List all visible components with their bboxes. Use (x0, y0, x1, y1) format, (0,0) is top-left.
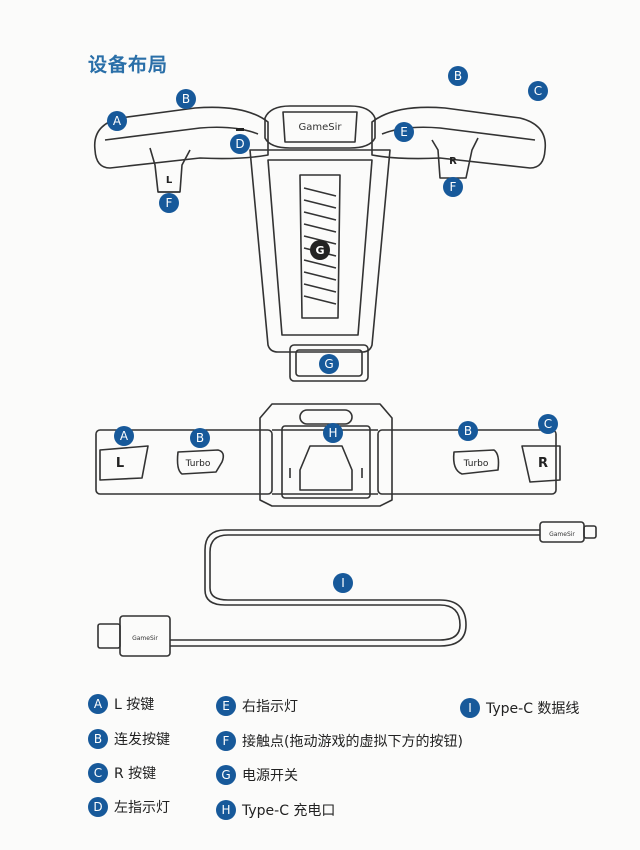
legend-item-i: I Type-C 数据线 (460, 698, 579, 718)
power-switch (289, 344, 369, 382)
badge-a-top: A (107, 111, 127, 131)
svg-text:B: B (454, 69, 462, 83)
legend-label: 右指示灯 (242, 699, 298, 715)
legend-badge: E (216, 696, 236, 716)
legend-item-a: A L 按键 (88, 694, 154, 714)
front-view (95, 403, 561, 507)
svg-text:B: B (464, 424, 472, 438)
legend-badge: B (88, 729, 108, 749)
front-right-turbo-label: Turbo (463, 459, 489, 469)
legend-label: L 按键 (114, 697, 155, 713)
right-arm (371, 106, 547, 179)
svg-text:C: C (534, 84, 542, 98)
legend-label: R 按键 (114, 766, 157, 782)
legend-label: 接触点(拖动游戏的虚拟下方的按钮) (242, 734, 463, 750)
badge-e: E (394, 122, 414, 142)
svg-text:G: G (315, 244, 324, 257)
legend-item-f: F 接触点(拖动游戏的虚拟下方的按钮) (216, 731, 463, 751)
legend-item-h: H Type-C 充电口 (216, 800, 335, 820)
badge-g: G (319, 354, 339, 374)
legend-badge: A (88, 694, 108, 714)
badge-d: D (230, 134, 250, 154)
legend-label: 左指示灯 (114, 800, 170, 816)
front-r-button-label: R (538, 456, 548, 471)
legend-badge: F (216, 731, 236, 751)
badge-b-top-left: B (176, 89, 196, 109)
badge-b-front-right: B (458, 421, 478, 441)
center-head (264, 105, 376, 149)
badge-c-top: C (528, 81, 548, 101)
legend-item-g: G 电源开关 (216, 765, 298, 785)
left-trigger-mark: L (166, 175, 173, 186)
svg-text:C: C (544, 417, 552, 431)
svg-text:D: D (235, 137, 244, 151)
legend-label: Type-C 充电口 (242, 803, 336, 819)
legend-item-d: D 左指示灯 (88, 797, 170, 817)
device-logo-text: GameSir (298, 122, 342, 133)
legend-badge: G (216, 765, 236, 785)
legend-badge: H (216, 800, 236, 820)
legend-badge: D (88, 797, 108, 817)
cable-connector-logo: GameSir (549, 531, 575, 538)
svg-text:H: H (328, 426, 337, 440)
left-indicator-light (236, 128, 244, 131)
svg-text:F: F (166, 196, 173, 210)
badge-b-front-left: B (190, 428, 210, 448)
body-logo-icon: G (310, 240, 330, 260)
badge-i: I (333, 573, 353, 593)
cable-usb-logo: GameSir (132, 635, 158, 642)
type-c-cable (97, 521, 597, 657)
svg-text:I: I (341, 576, 345, 590)
badge-h: H (323, 423, 343, 443)
badge-c-front: C (538, 414, 558, 434)
legend-badge: C (88, 763, 108, 783)
right-trigger-mark: R (449, 156, 457, 167)
svg-text:G: G (324, 357, 333, 371)
badge-f-left: F (159, 193, 179, 213)
legend-label: 连发按键 (114, 732, 170, 748)
legend-item-b: B 连发按键 (88, 729, 170, 749)
legend-item-e: E 右指示灯 (216, 696, 298, 716)
page-title: 设备布局 (88, 54, 169, 76)
legend-label: 电源开关 (242, 768, 298, 784)
svg-text:E: E (400, 125, 408, 139)
legend-item-c: C R 按键 (88, 763, 156, 783)
front-left-turbo-label: Turbo (185, 459, 211, 469)
badge-b-top-right: B (448, 66, 468, 86)
badge-f-right: F (443, 177, 463, 197)
legend-badge: I (460, 698, 480, 718)
svg-text:B: B (196, 431, 204, 445)
svg-text:B: B (182, 92, 190, 106)
legend-label: Type-C 数据线 (486, 701, 580, 717)
svg-text:A: A (113, 114, 122, 128)
svg-text:A: A (120, 429, 129, 443)
front-l-button-label: L (116, 456, 124, 471)
svg-text:F: F (450, 180, 457, 194)
badge-a-front: A (114, 426, 134, 446)
